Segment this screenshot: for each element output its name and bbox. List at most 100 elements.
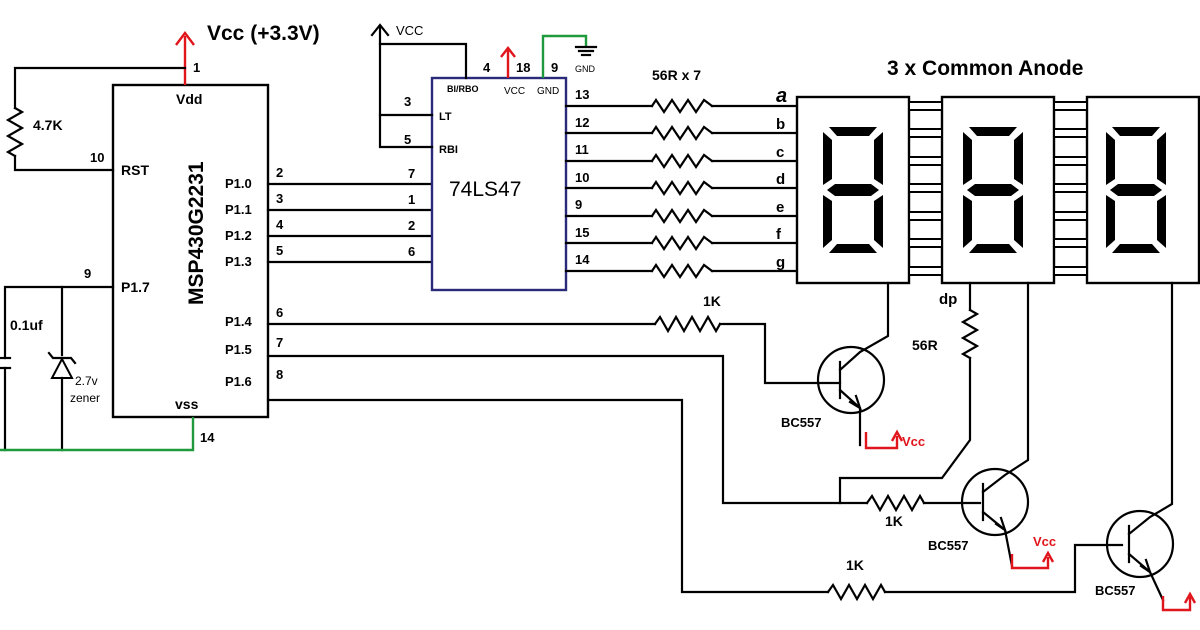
data-bus bbox=[266, 182, 434, 264]
pin-number: 11 bbox=[575, 142, 589, 157]
vcc-small-label: VCC bbox=[396, 23, 423, 38]
zener-type-label: zener bbox=[70, 391, 100, 405]
segment-resistor bbox=[650, 98, 714, 114]
mcu-port-label: P1.2 bbox=[225, 228, 252, 243]
mcu-port-label: P1.6 bbox=[225, 374, 252, 389]
pin-number: 13 bbox=[575, 87, 589, 102]
mcu-port-label: P1.1 bbox=[225, 202, 252, 217]
pin-number: 3 bbox=[404, 94, 411, 109]
display-interconnect bbox=[1053, 101, 1088, 111]
display-interconnect bbox=[908, 101, 943, 111]
zener-value-label: 2.7v bbox=[75, 374, 98, 388]
segment-label: e bbox=[776, 199, 784, 216]
pin-number: 4 bbox=[483, 60, 491, 75]
digit-drivers: 1K Vcc BC557 1K Vcc BC557 56R 1K bbox=[266, 281, 1197, 612]
segment-label: a bbox=[776, 85, 787, 107]
segment-resistor bbox=[650, 180, 714, 196]
transistor-vcc-label: Vcc bbox=[1033, 534, 1056, 549]
display-array: 3 x Common Anode dp bbox=[795, 57, 1200, 308]
pin-number: 12 bbox=[575, 115, 589, 130]
display-interconnect bbox=[1053, 266, 1088, 276]
mcu-p17-label: P1.7 bbox=[121, 279, 150, 295]
display-interconnect bbox=[908, 183, 943, 193]
display-interconnect bbox=[1053, 238, 1088, 248]
pin-number: 7 bbox=[408, 166, 415, 181]
dp-resistor-label: 56R bbox=[912, 337, 938, 353]
pin-number: 6 bbox=[408, 244, 415, 259]
pin-number: 9 bbox=[84, 266, 91, 281]
vcc-main-label: Vcc (+3.3V) bbox=[207, 22, 320, 45]
decoder-control-wiring: VCC GND bbox=[370, 23, 598, 149]
display-interconnect bbox=[908, 266, 943, 276]
mcu-port-label: P1.0 bbox=[225, 176, 252, 191]
segment-label: c bbox=[776, 144, 784, 161]
base-resistor-label: 1K bbox=[846, 557, 864, 573]
display-interconnect bbox=[908, 156, 943, 166]
pin-number: 4 bbox=[276, 217, 284, 232]
pin-number: 1 bbox=[408, 192, 415, 207]
pin-number: 2 bbox=[408, 218, 415, 233]
gnd-small-label: GND bbox=[575, 64, 596, 74]
segment-resistor bbox=[650, 153, 714, 169]
pin-number: 5 bbox=[276, 243, 283, 258]
pin-number: 9 bbox=[575, 197, 582, 212]
base-resistor-label: 1K bbox=[885, 513, 903, 529]
display-interconnect bbox=[908, 238, 943, 248]
decoder-bi-label: BI/RBO bbox=[447, 84, 479, 94]
display-interconnect bbox=[1053, 128, 1088, 138]
pin-number: 18 bbox=[516, 60, 530, 75]
decoder-name: 74LS47 bbox=[449, 178, 521, 201]
mcu-rst-label: RST bbox=[121, 162, 149, 178]
transistor-vcc-label: Vcc bbox=[902, 434, 925, 449]
pin-number: 10 bbox=[90, 150, 104, 165]
mcu-port-label: P1.5 bbox=[225, 342, 252, 357]
decoder-ic: 74LS47 BI/RBO VCC GND LT RBI 7 1 2 6 3 5… bbox=[404, 60, 590, 292]
pin-number: 2 bbox=[276, 165, 283, 180]
segment-resistor-label: 56R x 7 bbox=[652, 67, 701, 83]
pin-number: 1 bbox=[193, 60, 200, 75]
decoder-lt-label: LT bbox=[439, 111, 452, 123]
pin-number: 14 bbox=[200, 430, 215, 445]
segment-resistor bbox=[650, 208, 714, 224]
pin-number: 3 bbox=[276, 191, 283, 206]
segment-resistor bbox=[650, 263, 714, 279]
dp-label: dp bbox=[939, 291, 957, 308]
mcu-name: MSP430G2231 bbox=[185, 161, 208, 305]
segment-label: f bbox=[776, 226, 782, 243]
pin-number: 8 bbox=[276, 367, 283, 382]
segment-label: b bbox=[776, 116, 785, 133]
mcu-vss-label: vss bbox=[175, 396, 199, 412]
decoder-vcc-label: VCC bbox=[504, 86, 525, 97]
display-interconnect bbox=[1053, 211, 1088, 221]
cap-label: 0.1uf bbox=[10, 317, 43, 333]
pin-number: 5 bbox=[404, 132, 411, 147]
transistor-label: BC557 bbox=[1095, 583, 1135, 598]
segment-label: d bbox=[776, 171, 785, 188]
pin-number: 6 bbox=[276, 305, 283, 320]
segment-label: g bbox=[776, 254, 785, 271]
base-resistor-label: 1K bbox=[703, 293, 721, 309]
segment-resistor bbox=[650, 125, 714, 141]
pin-number: 14 bbox=[575, 252, 590, 267]
transistor-label: BC557 bbox=[781, 415, 821, 430]
microcontroller: MSP430G2231 Vdd RST P1.7 vss P1.0 P1.1 P… bbox=[84, 60, 284, 445]
mcu-port-label: P1.4 bbox=[225, 314, 253, 329]
pin-number: 9 bbox=[551, 60, 558, 75]
vcc-supply: Vcc (+3.3V) bbox=[175, 22, 320, 85]
decoder-gnd-label: GND bbox=[537, 86, 559, 97]
segment-resistor bbox=[650, 235, 714, 251]
pin-number: 15 bbox=[575, 225, 589, 240]
decoder-rbi-label: RBI bbox=[439, 144, 458, 156]
display-interconnect bbox=[1053, 183, 1088, 193]
pin-number: 7 bbox=[276, 335, 283, 350]
display-interconnect bbox=[908, 128, 943, 138]
display-title: 3 x Common Anode bbox=[887, 57, 1083, 80]
display-interconnect bbox=[908, 211, 943, 221]
mcu-port-label: P1.3 bbox=[225, 254, 252, 269]
reset-rc-zener: 0.1uf 2.7v zener bbox=[0, 285, 195, 452]
display-interconnect bbox=[1053, 156, 1088, 166]
transistor-label: BC557 bbox=[928, 538, 968, 553]
pullup-label: 4.7K bbox=[33, 117, 63, 133]
